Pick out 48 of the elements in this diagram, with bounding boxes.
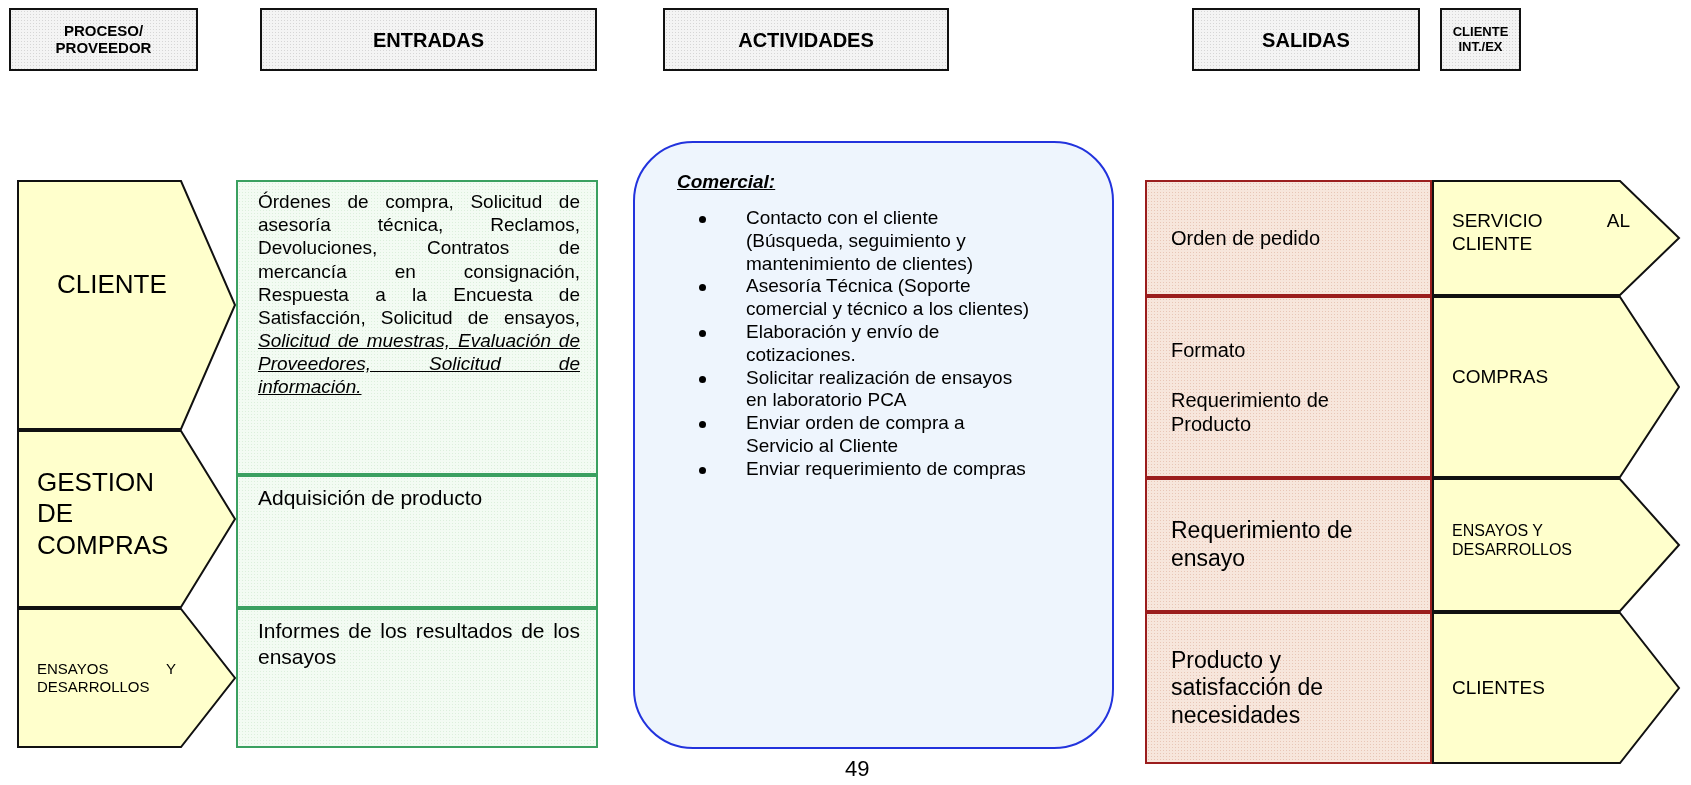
process-name: CLIENTES [1451,676,1546,700]
header-label: ACTIVIDADES [737,28,875,51]
section-title: Comercial: [677,171,777,193]
bullet-item: Enviar requerimiento de compras [746,457,1027,481]
process-name: SERVICIO AL CLIENTE [1451,210,1631,256]
process-name: CLIENTE [56,269,168,301]
output-box [1145,296,1432,478]
header-label: SALIDAS [1261,28,1351,51]
bullet-item: Solicitar realización de ensayos en laboratorio PCA [746,366,1014,413]
chevron-shape [17,608,236,748]
header-box [1192,8,1420,71]
header-label: ENTRADAS [371,28,486,51]
output-box [1145,180,1432,296]
chevron-shape [17,430,236,608]
output-box [1145,612,1432,764]
process-name: ENSAYOS Y DESARROLLOS [36,660,177,696]
header-box [9,8,198,71]
header-box [663,8,949,71]
input-box [236,608,598,748]
input-box [236,180,598,475]
bullet-item: Elaboración y envío de cotizaciones. [746,321,941,367]
page-number: 49 [845,756,870,782]
output-text: Requerimiento de Producto [1171,388,1330,436]
bullet-item: Asesoría Técnica (Soporte comercial y técnico a los clientes) [746,275,1030,321]
chevron-shape [1432,478,1680,612]
chevron-shape [1432,612,1680,764]
output-text: Requerimiento de ensayo [1171,517,1354,573]
chevron-shape [1432,296,1680,478]
bullet-item: Enviar orden de compra a Servicio al Cliente [746,412,966,458]
bullet-item: Contacto con el cliente (Búsqueda, seguimiento y mantenimiento de clientes) [746,207,975,276]
activity-box [633,141,1114,749]
process-name: ENSAYOS Y DESARROLLOS [1451,520,1574,560]
header-box [260,8,597,71]
output-text: Orden de pedido [1171,226,1321,250]
process-name: COMPRAS [1451,365,1550,389]
input-text: Órdenes de compra, Solicitud de asesoría técnica, Reclamos, Devoluciones, Contratos de mercancía en consignación, Respuesta a la Encuesta de Satisfacción, Solicitud de ensayos, Solicitud de muestras, Evaluación de Proveedores, Solicitud de información. [258,190,580,399]
chevron-shape [1432,180,1680,296]
process-name: GESTION DE COMPRAS [36,467,170,561]
input-text: Informes de los resultados de los ensayos [258,618,580,670]
output-text: Formato [1171,338,1247,362]
output-text: Producto y satisfacción de necesidades [1171,646,1325,730]
chevron-shape [17,180,236,430]
header-label: PROCESO/ PROVEEDOR [54,23,153,56]
header-box [1440,8,1521,71]
header-label: CLIENTE INT./EX [1451,25,1510,54]
output-box [1145,478,1432,612]
input-box [236,475,598,608]
input-text: Adquisición de producto [258,485,484,511]
